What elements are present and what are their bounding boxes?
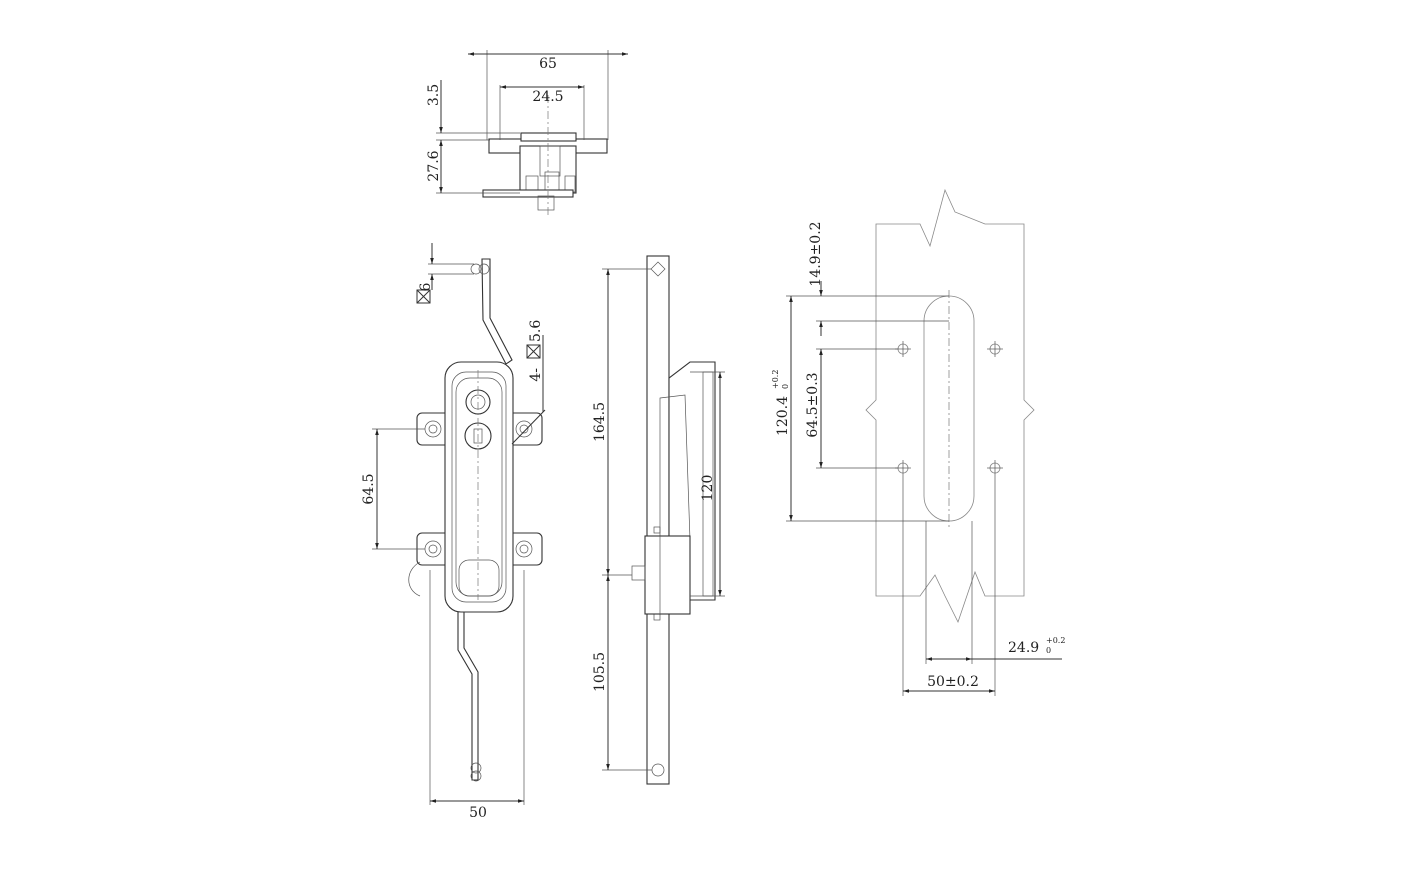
dim-cutout-hole-pitch: 64.5±0.3 — [805, 372, 821, 437]
side-rod — [646, 255, 670, 785]
dim-front-width: 50 — [469, 805, 487, 821]
dim-top-inner: 24.5 — [532, 89, 563, 105]
dim-square-holes-size: 5.6 — [528, 320, 544, 342]
square-symbol-6 — [416, 289, 431, 304]
handle-housing — [444, 361, 514, 613]
top-view: 65 24.5 3.5 27.6 — [426, 50, 628, 215]
dim-cutout-slot-width: 24.9 — [1008, 640, 1039, 656]
panel-outline — [865, 188, 1035, 624]
dim-side-upper: 164.5 — [592, 402, 608, 442]
dim-cutout-slot-length-group: 120.4 +0.2 0 — [771, 370, 791, 436]
dim-square-holes: 4- — [528, 368, 544, 382]
dim-square-end: 6 — [418, 282, 434, 291]
dim-cutout-top-offset: 14.9±0.2 — [808, 221, 824, 286]
upper-rod — [481, 258, 513, 365]
square-symbol-5-6 — [526, 344, 541, 359]
cutout-view: 14.9±0.2 120.4 +0.2 0 64.5±0.3 24.9 +0.2… — [771, 188, 1065, 696]
dim-top-width: 65 — [539, 56, 557, 72]
dim-cutout-slot-width-tol-lower: 0 — [1046, 646, 1051, 655]
side-latch-body — [644, 535, 691, 615]
dim-cutout-hole-spacing: 50±0.2 — [927, 674, 979, 690]
top-base-plate — [482, 189, 574, 198]
dim-side-body: 120 — [700, 475, 716, 502]
dim-cutout-slot-length: 120.4 — [775, 396, 791, 436]
dim-front-hole-pitch: 64.5 — [361, 473, 377, 504]
dim-side-lower: 105.5 — [592, 652, 608, 692]
top-lock-cap — [520, 132, 577, 142]
mounting-ears — [416, 412, 543, 566]
dim-cutout-slot-width-tol-upper: +0.2 — [1046, 636, 1065, 645]
dim-top-depth: 27.6 — [426, 150, 442, 181]
top-body — [519, 145, 577, 194]
dim-top-flange: 3.5 — [426, 84, 442, 106]
front-view: 6 4- 5.6 64.5 50 — [361, 243, 546, 821]
side-view: 164.5 105.5 120 — [592, 255, 725, 785]
dim-cutout-slot-length-tol-lower: 0 — [781, 384, 790, 389]
lower-rod — [457, 603, 479, 781]
dim-cutout-slot-length-tol-upper: +0.2 — [771, 370, 780, 389]
